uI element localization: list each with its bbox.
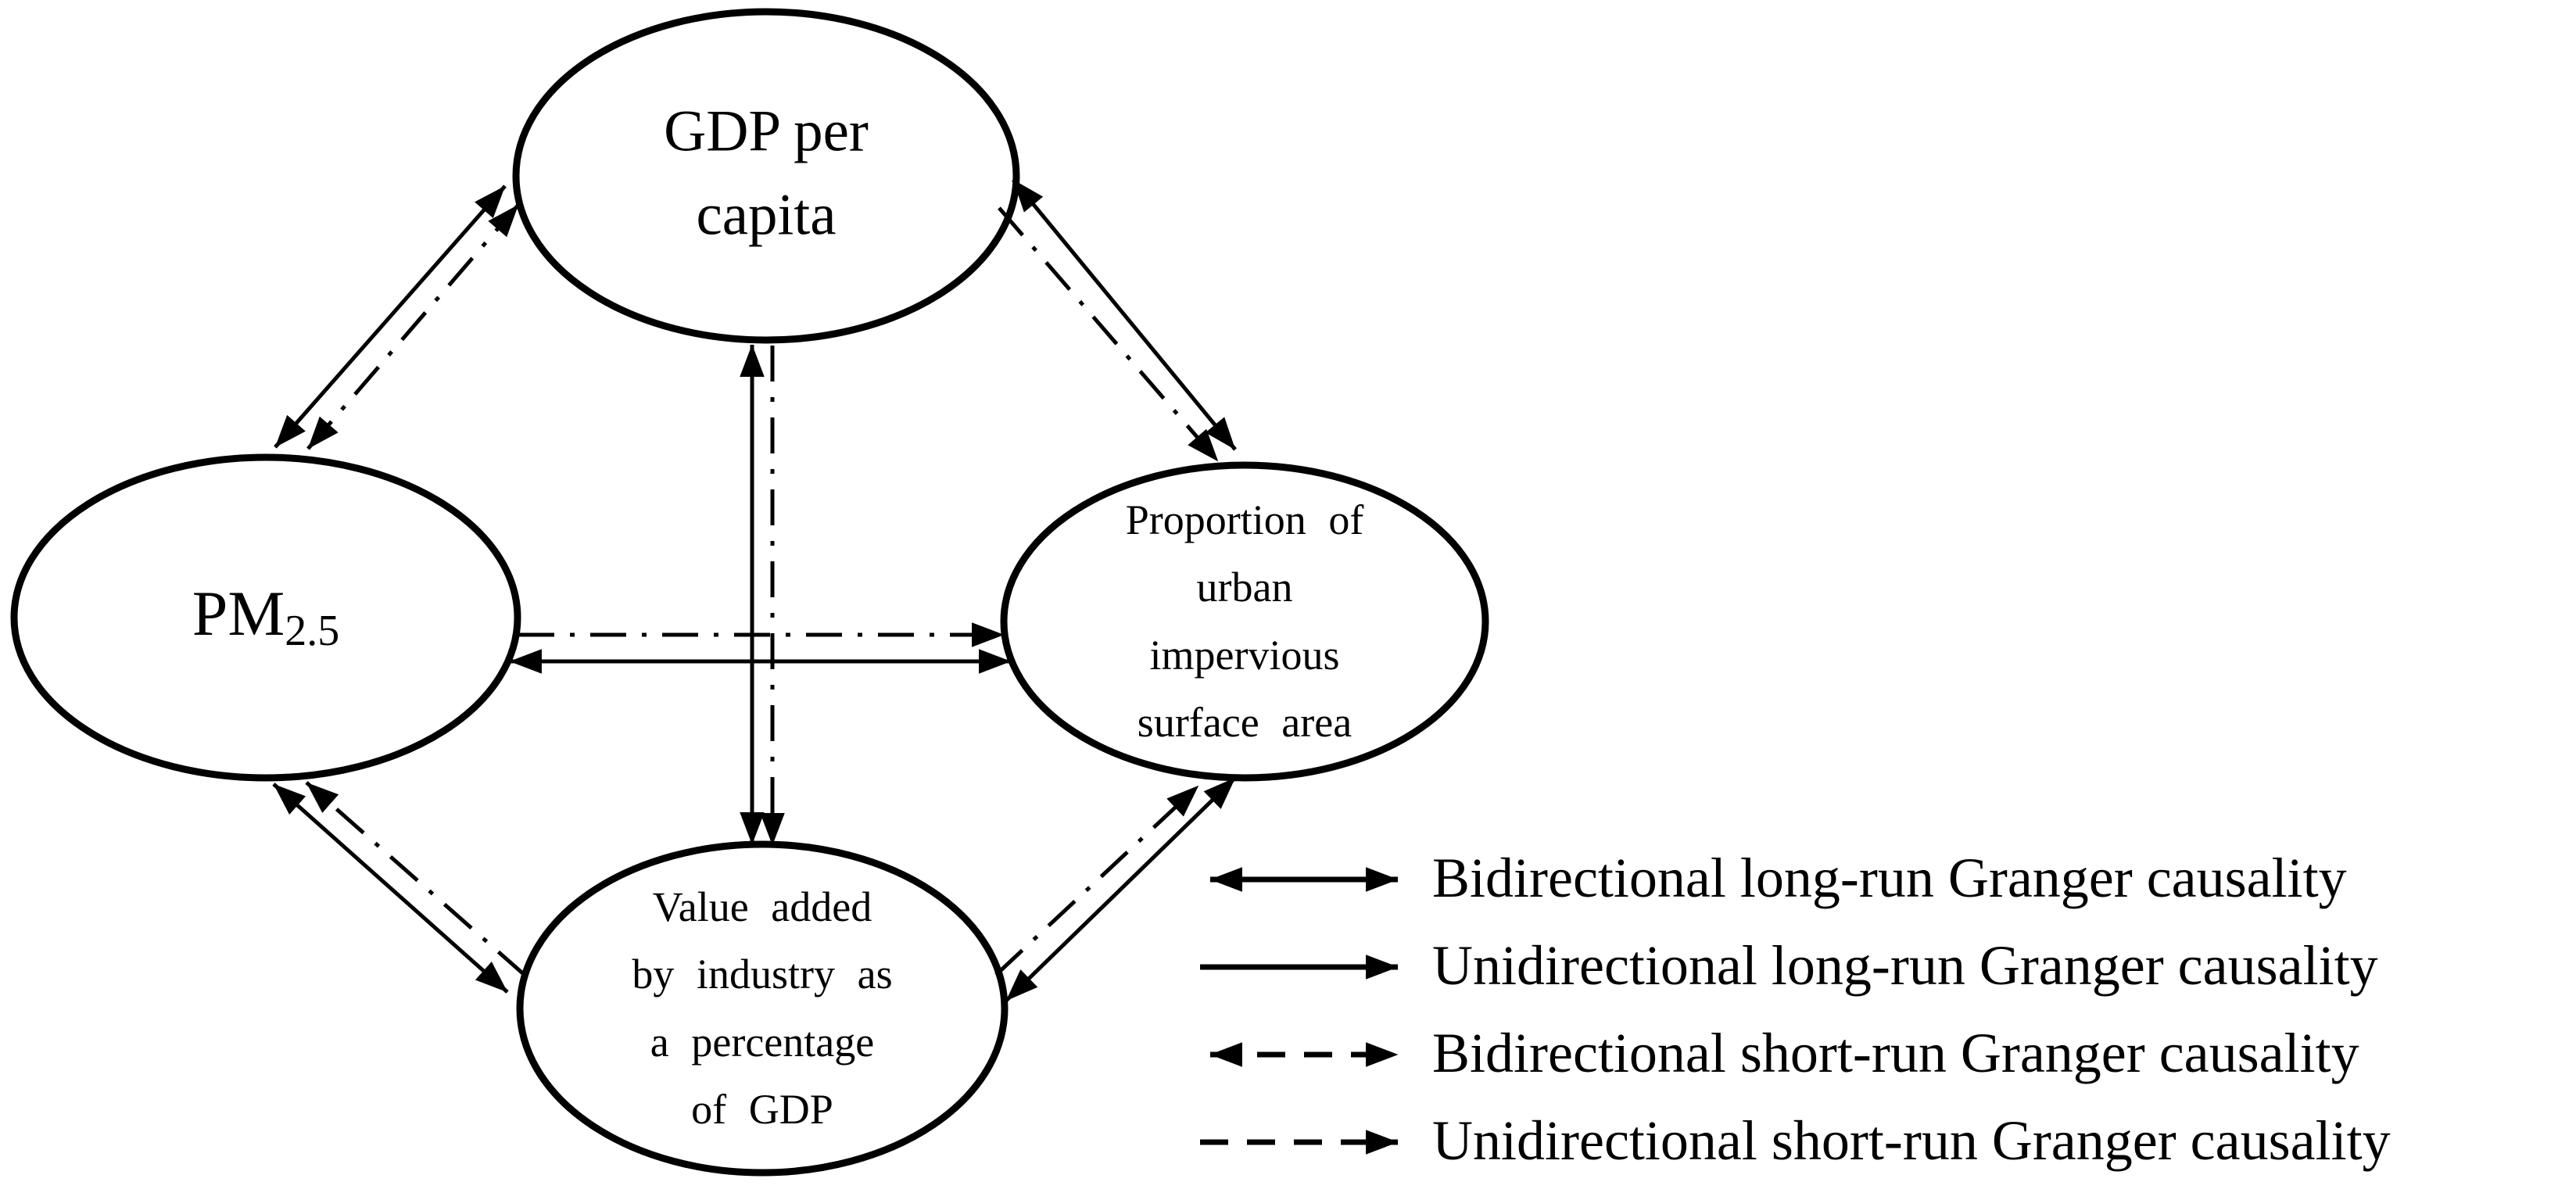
node-ellipse-pm25 (10, 453, 521, 782)
edge-val-pm-short-run-unidirectional (305, 781, 527, 977)
edge-pm-val-long-run-bidirectional (272, 783, 509, 994)
node-ellipse-impervious-surface (1000, 461, 1489, 782)
edge-gdp-prop-long-run-bidirectional (1012, 178, 1237, 451)
edge-pm-gdp-short-run-bidirectional (306, 203, 520, 450)
node-label-impervious-surface: Proportion of urban impervious surface a… (1125, 496, 1364, 747)
legend-label-unidirectional-short-run: Unidirectional short-run Granger causali… (1432, 1109, 2391, 1172)
node-label-industry-value-added: Value added by industry as a percentage … (632, 883, 893, 1134)
pm25-subscript: 2.5 (285, 607, 340, 656)
legend-label-bidirectional-long-run: Bidirectional long-run Granger causality (1432, 846, 2347, 909)
pm25-main-text: PM (192, 578, 285, 649)
edge-pm-gdp-long-run-bidirectional (274, 184, 507, 449)
node-label-gdp-per-capita: GDP per capita (664, 99, 869, 248)
edge-gdp-prop-short-run-unidirectional (998, 206, 1220, 463)
node-label-pm25: PM2.5 (192, 577, 340, 655)
edge-val-prop-short-run-unidirectional (994, 784, 1200, 976)
legend-label-bidirectional-short-run: Bidirectional short-run Granger causalit… (1432, 1021, 2359, 1084)
legend-label-unidirectional-long-run: Unidirectional long-run Granger causalit… (1432, 933, 2378, 997)
node-ellipse-gdp-per-capita (512, 8, 1020, 344)
